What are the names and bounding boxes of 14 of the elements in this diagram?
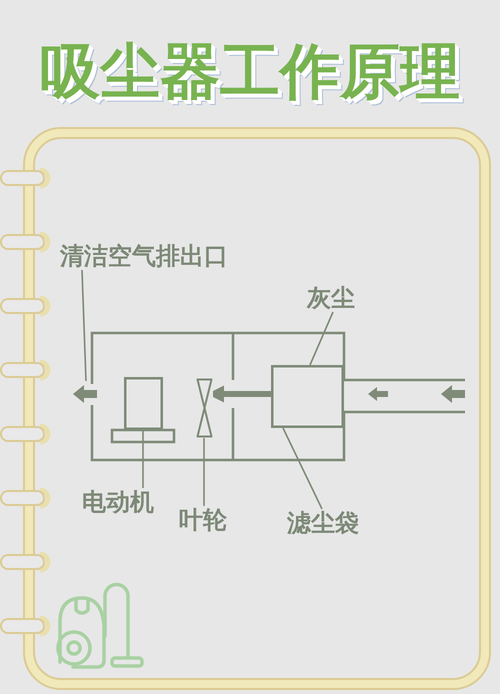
leader-line [142,430,144,488]
leader-line [309,312,334,366]
part-label: 清洁空气排出口 [60,242,228,270]
part-label: 叶轮 [179,506,227,534]
filter-bag [271,365,344,428]
leader-line [203,438,205,506]
leader-line [81,270,87,382]
motor-symbol [124,377,163,430]
part-label: 灰尘 [307,284,355,312]
page-title: 吸尘器工作原理 [39,36,461,109]
impeller-symbol [196,378,213,438]
part-label: 滤尘袋 [287,509,359,537]
part-label: 电动机 [82,488,154,516]
leader-line [282,428,323,510]
